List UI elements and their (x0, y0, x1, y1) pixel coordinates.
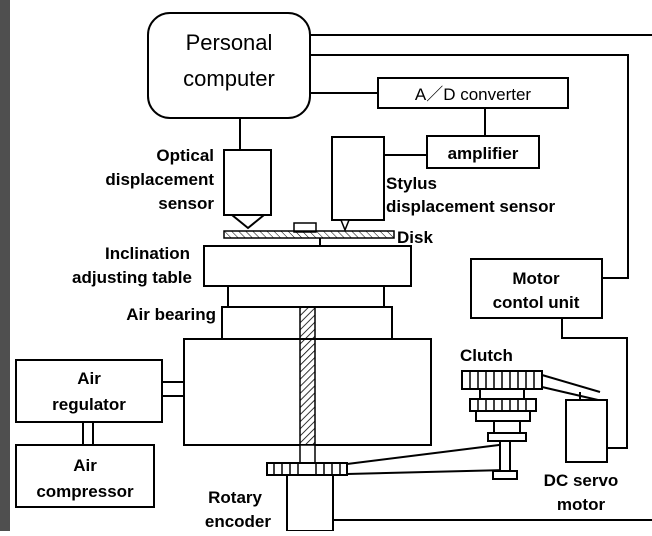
disk-plate (224, 231, 394, 238)
stylus-label-1: Stylus (386, 174, 437, 193)
optical-label-1: Optical (156, 146, 214, 165)
clutch-lower-plate (488, 433, 526, 441)
personal-computer-label-2: computer (183, 66, 275, 91)
bearing-spacer (228, 286, 384, 307)
air-bearing-label: Air bearing (126, 305, 216, 324)
motor-control-label-1: Motor (512, 269, 560, 288)
belt-upper (347, 444, 507, 464)
clutch-hub (494, 421, 520, 433)
optical-label-3: sensor (158, 194, 214, 213)
encoder-pulley (267, 463, 347, 475)
rotary-encoder-label-1: Rotary (208, 488, 262, 507)
clutch-base (493, 471, 517, 479)
air-compressor-label-1: Air (73, 456, 97, 475)
air-regulator-label-2: regulator (52, 395, 126, 414)
air-regulator-label-1: Air (77, 369, 101, 388)
inclination-label-1: Inclination (105, 244, 190, 263)
inclination-table (204, 246, 411, 286)
main-shaft (300, 307, 315, 445)
air-compressor-label-2: compressor (36, 482, 134, 501)
dc-servo-label-1: DC servo (544, 471, 619, 490)
ad-converter-label: A／D converter (415, 85, 532, 104)
stylus-label-2: displacement sensor (386, 197, 556, 216)
stylus-sensor-body (332, 137, 384, 220)
motor-control-label-2: contol unit (493, 293, 580, 312)
optical-label-2: displacement (105, 170, 214, 189)
dc-servo-label-2: motor (557, 495, 606, 514)
personal-computer-label-1: Personal (186, 30, 273, 55)
inclination-label-2: adjusting table (72, 268, 192, 287)
stylus-tip (341, 220, 349, 230)
rotary-encoder-label-2: encoder (205, 512, 272, 531)
disk-label: Disk (397, 228, 433, 247)
amplifier-label: amplifier (448, 144, 519, 163)
clutch-label: Clutch (460, 346, 513, 365)
dc-servo-motor-body (566, 400, 607, 462)
clutch-plate-3 (476, 411, 530, 421)
left-photo-edge (0, 0, 10, 531)
clutch-plate-1 (480, 389, 524, 399)
rotary-encoder-body (287, 475, 333, 531)
belt-lower (347, 470, 507, 474)
clutch-shaft (500, 441, 510, 471)
optical-sensor-body (224, 150, 271, 215)
optical-sensor-tip (232, 215, 264, 228)
